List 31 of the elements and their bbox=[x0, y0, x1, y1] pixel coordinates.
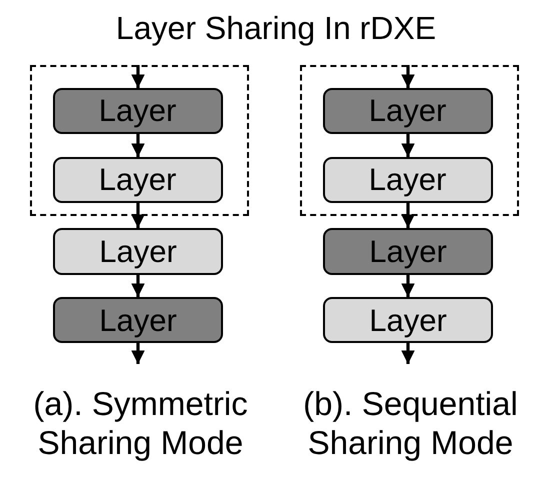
layer-box bbox=[53, 297, 223, 343]
arrow bbox=[131, 65, 145, 88]
sharing-group-box bbox=[300, 65, 519, 216]
layer-label: Layer bbox=[368, 164, 446, 195]
layer-label: Layer bbox=[369, 304, 447, 336]
diagram-title: Layer Sharing In rDXE bbox=[114, 10, 438, 47]
arrow bbox=[401, 275, 415, 297]
layer-label: Layer bbox=[98, 164, 176, 195]
arrow bbox=[401, 203, 415, 228]
arrow bbox=[401, 65, 415, 88]
layer-label: Layer bbox=[98, 95, 176, 126]
layer-label: Layer bbox=[99, 236, 177, 267]
arrow bbox=[131, 203, 145, 228]
mode-caption: (b). Sequential Sharing Mode bbox=[302, 384, 519, 462]
layer-box bbox=[323, 297, 493, 343]
arrow bbox=[131, 343, 145, 364]
layer-box bbox=[322, 88, 492, 134]
layer-box bbox=[323, 228, 493, 275]
layer-box bbox=[52, 156, 222, 202]
layer-box bbox=[52, 88, 222, 134]
mode-caption: (a). Symmetric Sharing Mode bbox=[32, 384, 249, 462]
layer-box bbox=[53, 228, 223, 275]
arrow bbox=[131, 134, 145, 157]
layer-label: Layer bbox=[369, 236, 447, 267]
layer-label: Layer bbox=[99, 304, 177, 336]
arrow bbox=[131, 275, 145, 297]
arrow bbox=[401, 134, 415, 157]
sharing-group-box bbox=[30, 65, 249, 216]
layer-label: Layer bbox=[368, 95, 446, 126]
layer-box bbox=[322, 156, 492, 202]
arrow bbox=[401, 343, 415, 364]
